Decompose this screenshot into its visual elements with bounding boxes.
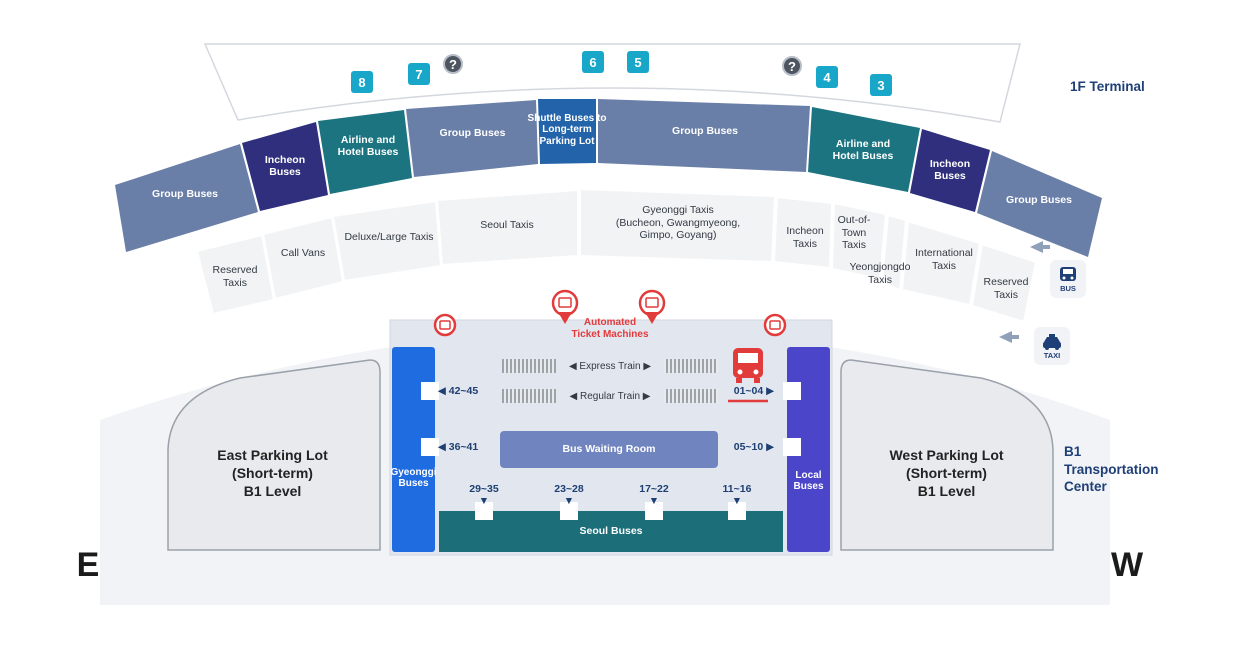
west-direction-label: W (1110, 545, 1144, 584)
ticket-machine-icon[interactable] (433, 313, 457, 337)
ticket-machine-icon[interactable] (763, 313, 787, 337)
info-help-icon[interactable]: ? (443, 54, 463, 74)
taxi-zone-gyeonggi[interactable] (579, 187, 777, 264)
ticket-machine-icon[interactable] (638, 289, 666, 324)
bus-zone-label: Group Buses (439, 126, 506, 139)
bus-zone-label: Airline and Hotel Buses (337, 133, 399, 158)
taxi-legend: TAXI (1034, 327, 1070, 365)
bus-zone-incheon-1[interactable] (242, 122, 328, 211)
taxi-zone-label: Out-of- Town Taxis (837, 214, 871, 252)
taxi-zone-label: Call Vans (280, 246, 326, 259)
arrow-left-icon (1030, 241, 1050, 253)
bus-stop-icon (733, 348, 763, 383)
taxi-zone-label: Deluxe/Large Taxis (344, 230, 434, 243)
taxi-zone-reserved-1[interactable] (195, 233, 276, 316)
taxi-zone-international[interactable] (900, 219, 982, 307)
bus-legend-label: BUS (1060, 283, 1076, 293)
taxi-zone-deluxe[interactable] (331, 199, 443, 283)
bus-zone-airline-1[interactable] (318, 110, 412, 194)
bus-zone-label: Airline and Hotel Buses (832, 137, 894, 162)
express-train-label: ◀ Express Train ▶ (568, 360, 652, 372)
express-train-escalator-left (502, 359, 556, 373)
taxi-zone-out-of-town[interactable] (830, 201, 888, 281)
b1-level-label: B1 Transportation Center (1064, 444, 1159, 495)
bus-zone-label: Group Buses (672, 124, 738, 137)
bus-zone-group-1[interactable] (115, 144, 258, 252)
taxi-legend-label: TAXI (1043, 350, 1061, 360)
taxi-zone-reserved-2[interactable] (970, 242, 1038, 324)
east-parking-lot[interactable] (167, 359, 381, 551)
express-train-escalator-right (664, 359, 718, 373)
gate-7[interactable]: 7 (408, 63, 430, 85)
local-buses-label: Local Buses (793, 469, 824, 493)
taxi-zone-label: Seoul Taxis (480, 218, 534, 231)
bus-waiting-room[interactable] (500, 431, 718, 468)
bus-zone-airline-2[interactable] (808, 107, 920, 192)
platform-tabs (421, 382, 801, 520)
platform-range-05-10: 05~10 ▶ (733, 441, 775, 453)
bus-icon (1060, 266, 1076, 281)
bus-zone-label: Incheon Buses (264, 153, 306, 178)
taxi-zone-seoul[interactable] (435, 188, 579, 267)
bus-zone-group-3[interactable] (598, 99, 810, 172)
bus-zone-group-2[interactable] (406, 100, 538, 177)
regular-train-escalator-right (664, 389, 718, 403)
platform-range-29-35: 29~35▼ (469, 483, 499, 507)
gate-5[interactable]: 5 (627, 51, 649, 73)
seoul-buses-area[interactable] (439, 511, 783, 552)
bus-zone-incheon-2[interactable] (910, 129, 990, 212)
platform-range-23-28: 23~28▼ (554, 483, 584, 507)
gyeonggi-buses-label: Gyeonggi Buses (390, 466, 437, 490)
platform-range-17-22: 17~22▼ (639, 483, 669, 507)
seoul-buses-label: Seoul Buses (579, 525, 643, 538)
taxi-zone-call-vans[interactable] (261, 215, 345, 301)
terminal-level-label: 1F Terminal (1070, 79, 1145, 95)
info-help-icon[interactable]: ? (782, 56, 802, 76)
regular-train-escalator-left (502, 389, 556, 403)
taxi-zone-label: International Taxis (915, 247, 973, 272)
gate-3[interactable]: 3 (870, 74, 892, 96)
arrow-left-icon (999, 331, 1019, 343)
west-parking-label: West Parking Lot (Short-term) B1 Level (889, 446, 1004, 500)
platform-range-01-04: 01~04 ▶ (733, 385, 775, 397)
taxi-zone-label: Gyeonggi Taxis (Bucheon, Gwangmyeong, Gi… (615, 204, 741, 242)
taxi-zone-arc (195, 187, 1038, 324)
regular-train-label: ◀ Regular Train ▶ (569, 390, 651, 402)
bus-zone-shuttle[interactable] (538, 99, 596, 164)
taxi-zone-yeongjongdo[interactable] (880, 213, 908, 292)
gate-8[interactable]: 8 (351, 71, 373, 93)
gate-4[interactable]: 4 (816, 66, 838, 88)
taxi-zone-label: Reserved Taxis (983, 276, 1029, 301)
bus-legend: BUS (1050, 260, 1086, 298)
taxi-zone-label: Reserved Taxis (212, 264, 258, 289)
ticket-machines-label: Automated Ticket Machines (571, 317, 649, 340)
taxi-zone-incheon[interactable] (772, 195, 834, 270)
bus-zone-label: Group Buses (152, 187, 218, 200)
gate-6[interactable]: 6 (582, 51, 604, 73)
east-direction-label: E (76, 545, 100, 584)
bus-zone-label: Shuttle Buses to Long-term Parking Lot (527, 112, 607, 147)
bus-zone-arc (115, 99, 1102, 257)
bus-zone-group-4[interactable] (977, 151, 1102, 257)
taxi-icon (1043, 333, 1061, 350)
platform-range-11-16: 11~16▼ (722, 483, 752, 507)
platform-range-36-41: ◀ 36~41 (437, 441, 479, 453)
bus-zone-label: Group Buses (1006, 193, 1072, 206)
ticket-machine-icon[interactable] (551, 289, 579, 324)
taxi-zone-label: Incheon Taxis (786, 225, 824, 250)
platform-range-42-45: ◀ 42~45 (437, 385, 479, 397)
waiting-room-label: Bus Waiting Room (562, 443, 656, 456)
west-parking-lot[interactable] (840, 359, 1054, 551)
bus-zone-label: Incheon Buses (929, 157, 971, 182)
taxi-zone-label: Yeongjongdo Taxis (849, 261, 911, 286)
east-parking-label: East Parking Lot (Short-term) B1 Level (217, 446, 328, 500)
